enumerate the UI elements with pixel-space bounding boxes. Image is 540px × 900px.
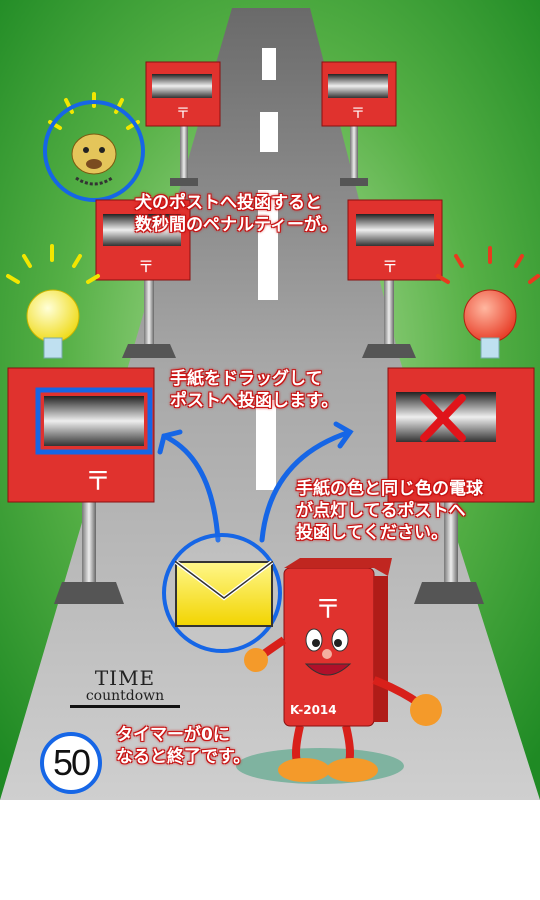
dog-penalty-icon [43, 92, 145, 202]
postbox-mid-right[interactable]: 〒 [347, 199, 443, 358]
time-countdown-label: TIME countdown [70, 668, 180, 708]
postbox-mid-left[interactable]: 〒 [95, 199, 191, 358]
svg-text:〒: 〒 [382, 257, 398, 276]
caption-dog-penalty: 犬のポストへ投函すると 数秒間のペナルティーが。 [135, 193, 338, 235]
postbox-far-right[interactable]: 〒 [321, 61, 397, 186]
time-subtitle: countdown [70, 688, 180, 708]
countdown-value: 50 [52, 742, 91, 783]
countdown-timer: 50 [40, 732, 102, 794]
mascot-badge: K-2014 [290, 703, 337, 717]
caption-timer-end: タイマーが0に なると終了です。 [116, 725, 251, 767]
letter-envelope[interactable] [162, 533, 282, 653]
postbox-far-left[interactable]: 〒 [145, 61, 221, 186]
postbox-near-right[interactable] [387, 367, 535, 604]
postbox-near-left[interactable]: 〒 [7, 367, 155, 604]
road-center-dashes [256, 48, 278, 490]
svg-text:〒: 〒 [315, 595, 341, 625]
svg-text:〒: 〒 [85, 467, 111, 497]
bulb-left-lit-icon [6, 244, 100, 359]
mascot-postbox-character: 〒 [236, 558, 442, 784]
bulb-right-lit-icon [436, 246, 540, 359]
wrong-mark-icon [420, 394, 466, 442]
caption-drag-letter: 手紙をドラッグして ポストへ投函します。 [170, 369, 339, 411]
svg-text:〒: 〒 [351, 106, 365, 122]
caption-match-color: 手紙の色と同じ色の電球 が点灯してるポストへ 投函してください。 [296, 479, 483, 543]
svg-text:〒: 〒 [138, 257, 154, 276]
drag-arrows-icon [157, 421, 354, 543]
bottom-area [0, 800, 540, 900]
time-title: TIME [94, 666, 156, 690]
svg-text:〒: 〒 [176, 106, 190, 122]
